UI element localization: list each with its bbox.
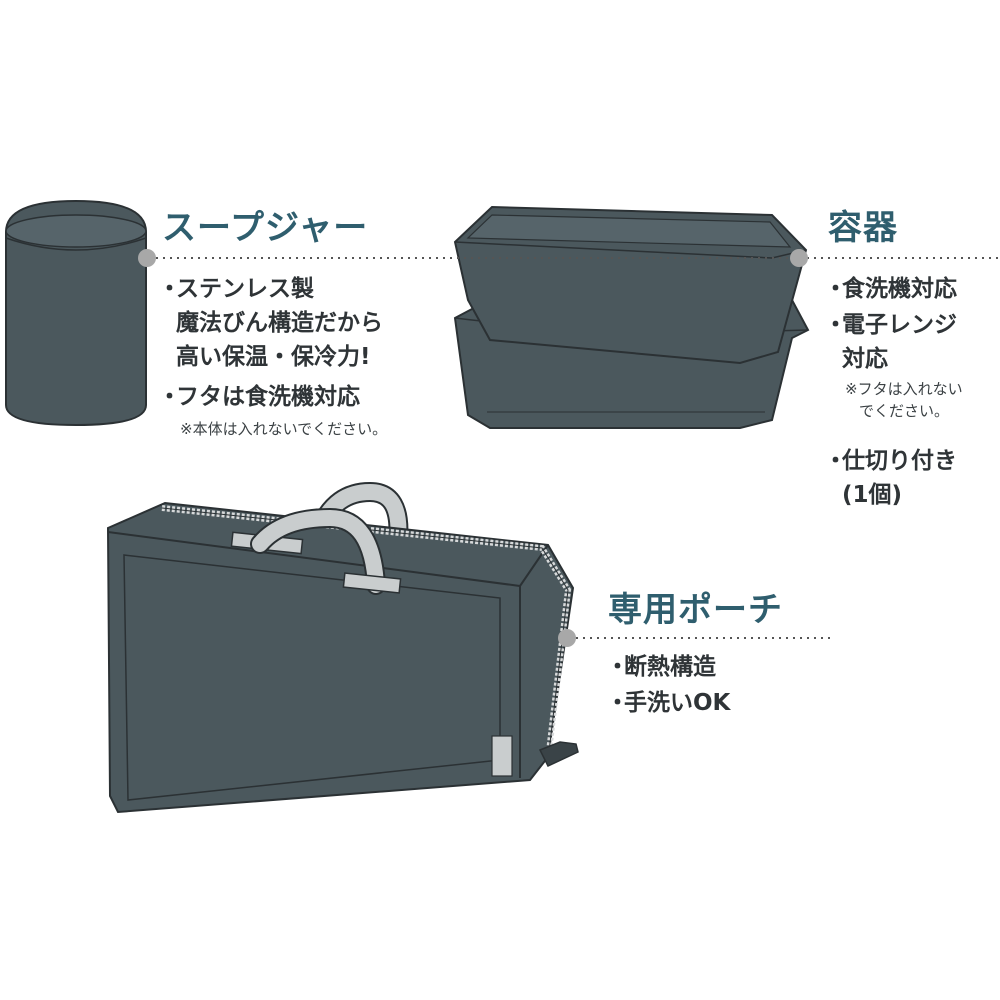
pouch-feature-2: ・手洗いOK [606, 686, 730, 720]
connector-lines [138, 249, 1000, 647]
container-image [453, 205, 810, 429]
container-title: 容器 [828, 208, 898, 248]
bullet-dot: ・ [824, 312, 847, 338]
feature-line: ステンレス製 [176, 276, 314, 302]
soup-jar-feature-2: ・フタは食洗機対応 [158, 380, 360, 414]
container-feature-3: ・仕切り付き (1個) [824, 444, 957, 512]
feature-line: 食洗機対応 [842, 276, 957, 302]
feature-line: 仕切り付き [842, 448, 957, 474]
note-line: ※フタは入れない [845, 380, 963, 398]
bullet-dot: ・ [606, 690, 629, 716]
feature-line: 魔法びん構造だから [176, 310, 383, 336]
bullet-dot: ・ [824, 448, 847, 474]
pouch-feature-1: ・断熱構造 [606, 650, 716, 684]
container-feature-2: ・電子レンジ 対応 [824, 308, 957, 376]
feature-line: 高い保温・保冷力! [176, 344, 371, 370]
bullet-dot: ・ [824, 276, 847, 302]
note-line: でください。 [859, 402, 950, 420]
feature-line: 電子レンジ [842, 312, 957, 338]
soup-jar-title: スープジャー [162, 208, 369, 248]
bullet-dot: ・ [158, 384, 181, 410]
bullet-dot: ・ [158, 276, 181, 302]
soup-jar-feature-1: ・ステンレス製 魔法びん構造だから 高い保温・保冷力! [158, 272, 383, 374]
container-feature-1: ・食洗機対応 [824, 272, 957, 306]
feature-line: 対応 [842, 346, 888, 372]
feature-line: 断熱構造 [624, 654, 716, 680]
pouch-image [106, 481, 579, 814]
feature-line: フタは食洗機対応 [176, 384, 360, 410]
pouch-title: 専用ポーチ [608, 590, 783, 630]
bullet-dot: ・ [606, 654, 629, 680]
soup-jar-image [5, 199, 147, 427]
feature-line: 手洗いOK [624, 690, 731, 716]
container-note: ※フタは入れない でください。 [845, 378, 963, 422]
soup-jar-note: ※本体は入れないでください。 [180, 420, 388, 438]
feature-line: (1個) [842, 482, 903, 508]
